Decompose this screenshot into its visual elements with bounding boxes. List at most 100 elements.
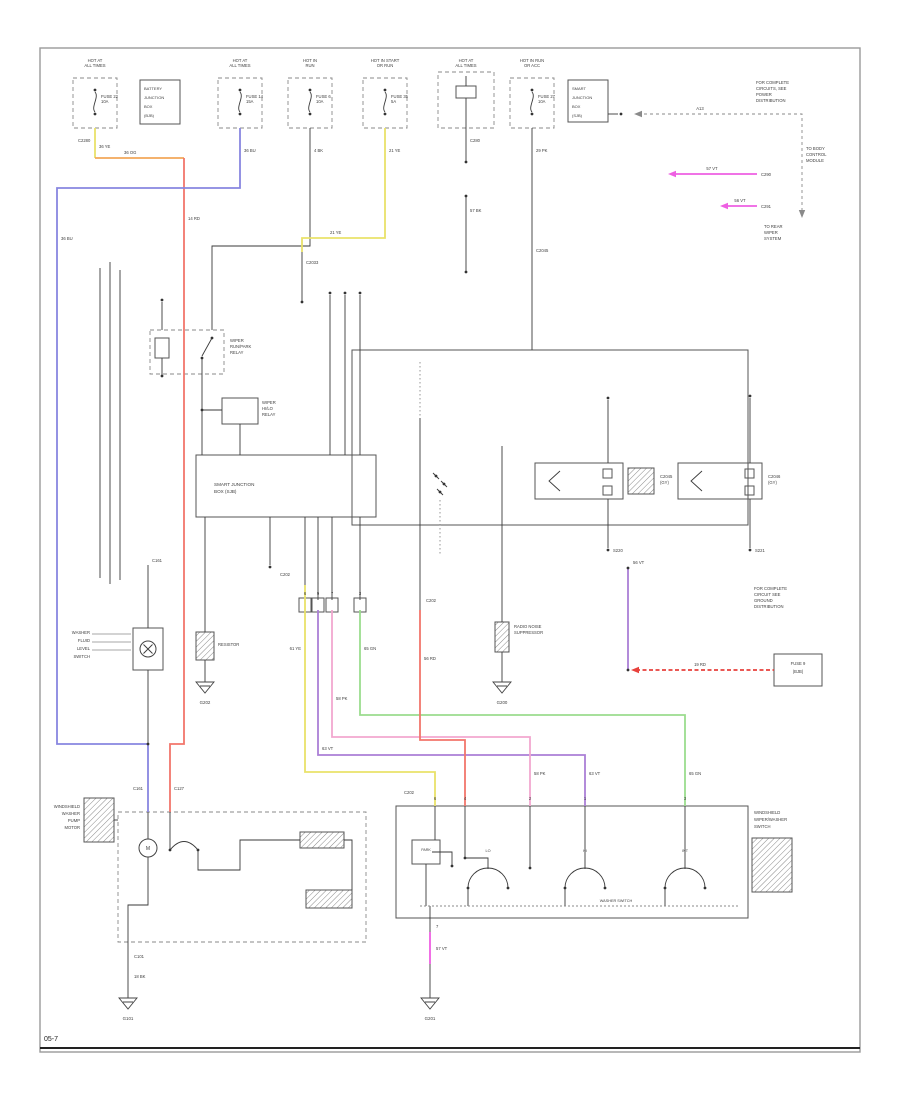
diagram-label-53: 65 GN bbox=[364, 646, 376, 651]
fuse-element bbox=[530, 91, 534, 113]
diagram-label-23: C280 bbox=[470, 138, 481, 143]
wire-feed-red-long bbox=[169, 158, 185, 812]
ground-icon bbox=[195, 681, 215, 694]
wire-wiper-green bbox=[359, 610, 686, 806]
arrowhead-icon bbox=[668, 170, 676, 178]
arrowhead-icon bbox=[798, 210, 806, 218]
diagram-label-52: 58 PK bbox=[336, 696, 348, 701]
junction-dot bbox=[464, 194, 468, 198]
connector-pin bbox=[744, 485, 755, 496]
diagram-label-77: LO bbox=[485, 849, 490, 853]
junction-dot bbox=[238, 112, 242, 116]
diagram-label-62: FUSE 9(BJB) bbox=[791, 661, 806, 674]
connector-wedge bbox=[548, 470, 561, 492]
junction-dot bbox=[450, 864, 454, 868]
wire-wiper-hi-red bbox=[419, 610, 466, 806]
motor-icon bbox=[139, 640, 157, 658]
diagram-label-58: C202 bbox=[426, 598, 437, 603]
diagram-label-31: C290 bbox=[761, 172, 772, 177]
junction-dot bbox=[748, 548, 752, 552]
wire-14 bbox=[644, 113, 803, 212]
hatch-strip-1 bbox=[299, 831, 345, 849]
junction-dot bbox=[442, 482, 446, 486]
junction-dot bbox=[528, 866, 532, 870]
junction-dot bbox=[200, 408, 204, 412]
arrowhead-icon bbox=[634, 110, 642, 118]
diagram-label-13: C2280 bbox=[78, 138, 91, 143]
diagram-label-54: 56 RD bbox=[424, 656, 436, 661]
junction-dot bbox=[606, 548, 610, 552]
junction-dot bbox=[160, 298, 164, 302]
diagram-label-19: 4 BK bbox=[314, 148, 323, 153]
junction-dot bbox=[308, 112, 312, 116]
diagram-label-33: C291 bbox=[761, 204, 772, 209]
arrowhead-icon bbox=[720, 202, 728, 210]
diagram-label-25: 29 PK bbox=[536, 148, 548, 153]
page-border bbox=[39, 47, 861, 1053]
junction-dot bbox=[300, 300, 304, 304]
motor-icon bbox=[138, 838, 158, 858]
junction-dot bbox=[606, 396, 610, 400]
diagram-label-39: C2046(GY) bbox=[768, 474, 781, 485]
diagram-label-51: 63 VT bbox=[322, 746, 334, 751]
diagram-label-22: C2033 bbox=[306, 260, 319, 265]
diagram-label-81: 7 bbox=[436, 924, 439, 929]
junction-dot bbox=[383, 112, 387, 116]
switch-contact-arc bbox=[564, 867, 606, 889]
junction-dot bbox=[343, 291, 347, 295]
junction-dot bbox=[383, 88, 387, 92]
switch-contact-arc bbox=[664, 867, 706, 889]
junction-dot bbox=[626, 566, 630, 570]
diagram-label-21: 21 YE bbox=[330, 230, 342, 235]
diagram-label-26: C2045 bbox=[536, 248, 549, 253]
diagram-label-61: 19 RD bbox=[694, 662, 706, 667]
column-hatch-block bbox=[751, 837, 793, 893]
diagram-label-65: C161 bbox=[133, 786, 144, 791]
junction-dot bbox=[168, 848, 172, 852]
wire-wiper-violet bbox=[317, 610, 586, 806]
ground-label: G201 bbox=[425, 1016, 436, 1021]
diagram-label-71: 2 bbox=[529, 796, 532, 801]
diagram-label-68: 18 BK bbox=[134, 974, 146, 979]
junction-dot bbox=[434, 474, 438, 478]
fuse-element bbox=[383, 91, 387, 113]
diagram-label-41: S221 bbox=[755, 548, 765, 553]
motor-label: M bbox=[146, 846, 150, 852]
ground-label: G101 bbox=[123, 1016, 134, 1021]
page-number: 05-7 bbox=[44, 1036, 59, 1043]
hatch-strip-2 bbox=[305, 889, 353, 909]
diagram-label-73: 3 bbox=[684, 796, 687, 801]
diagram-label-69: 6 bbox=[434, 796, 437, 801]
junction-dot bbox=[663, 886, 667, 890]
junction-dot bbox=[238, 88, 242, 92]
wire-feed-blue-long bbox=[56, 128, 241, 812]
junction-dot bbox=[530, 88, 534, 92]
diagram-label-17: 36 BU bbox=[244, 148, 256, 153]
connector-pin bbox=[602, 485, 613, 496]
wire-67 bbox=[465, 857, 489, 869]
sensor-x bbox=[143, 644, 153, 654]
connector-c2045-box bbox=[534, 462, 624, 500]
junction-dot bbox=[328, 291, 332, 295]
sjb-main-box bbox=[195, 454, 377, 518]
junction-dot bbox=[146, 742, 150, 746]
diagram-label-38: C2045(GY) bbox=[660, 474, 673, 485]
wire-65 bbox=[432, 851, 453, 866]
diagram-label-16: 14 RD bbox=[188, 216, 200, 221]
junction-dot bbox=[748, 394, 752, 398]
diagram-label-30: 57 VT bbox=[706, 166, 718, 171]
connector-c2046-box bbox=[677, 462, 763, 500]
connector-wedge bbox=[690, 470, 703, 492]
diagram-label-55: 58 PK bbox=[534, 771, 546, 776]
